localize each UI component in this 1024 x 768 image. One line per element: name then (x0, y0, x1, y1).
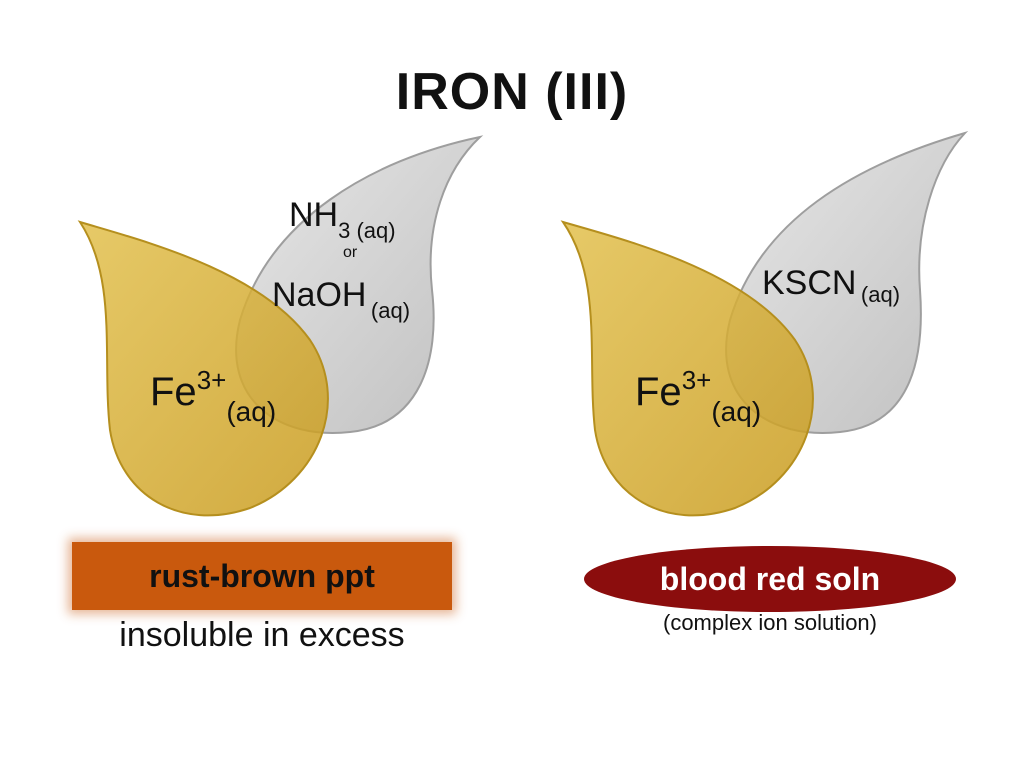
left-result-box: rust-brown ppt (72, 542, 452, 610)
right-ion-sub: (aq) (711, 396, 762, 427)
right-note: (complex ion solution) (663, 610, 877, 635)
left-reagent-1-sub: 3 (aq) (338, 218, 396, 243)
left-reagent-or: or (343, 244, 358, 261)
right-ion-leaf (560, 220, 814, 517)
left-reagent-1: NH3 (aq) (289, 196, 396, 243)
left-ion-leaf (77, 220, 329, 517)
page-title: IRON (III) (395, 63, 629, 121)
left-ion-label: Fe3+(aq) (150, 365, 276, 427)
left-note: insoluble in excess (119, 616, 405, 654)
right-reagent-main: KSCN (762, 264, 857, 302)
right-ion-label: Fe3+(aq) (635, 365, 761, 427)
right-reagent-sub: (aq) (860, 282, 901, 307)
left-reagent-1-main: NH (289, 196, 339, 234)
right-ion-sup: 3+ (681, 365, 712, 395)
right-reagent: KSCN (aq) (762, 264, 900, 307)
left-ion-main: Fe (150, 370, 197, 414)
left-ion-sub: (aq) (226, 396, 277, 427)
right-result-ellipse: blood red soln (584, 546, 956, 612)
left-ion-sup: 3+ (196, 365, 227, 395)
right-result-text: blood red soln (659, 560, 881, 597)
left-reagent-2-sub: (aq) (370, 298, 411, 323)
left-result-text: rust-brown ppt (149, 557, 375, 594)
left-reagent-2: NaOH (aq) (272, 276, 410, 323)
left-reagent-2-main: NaOH (272, 276, 367, 314)
right-ion-main: Fe (635, 370, 682, 414)
